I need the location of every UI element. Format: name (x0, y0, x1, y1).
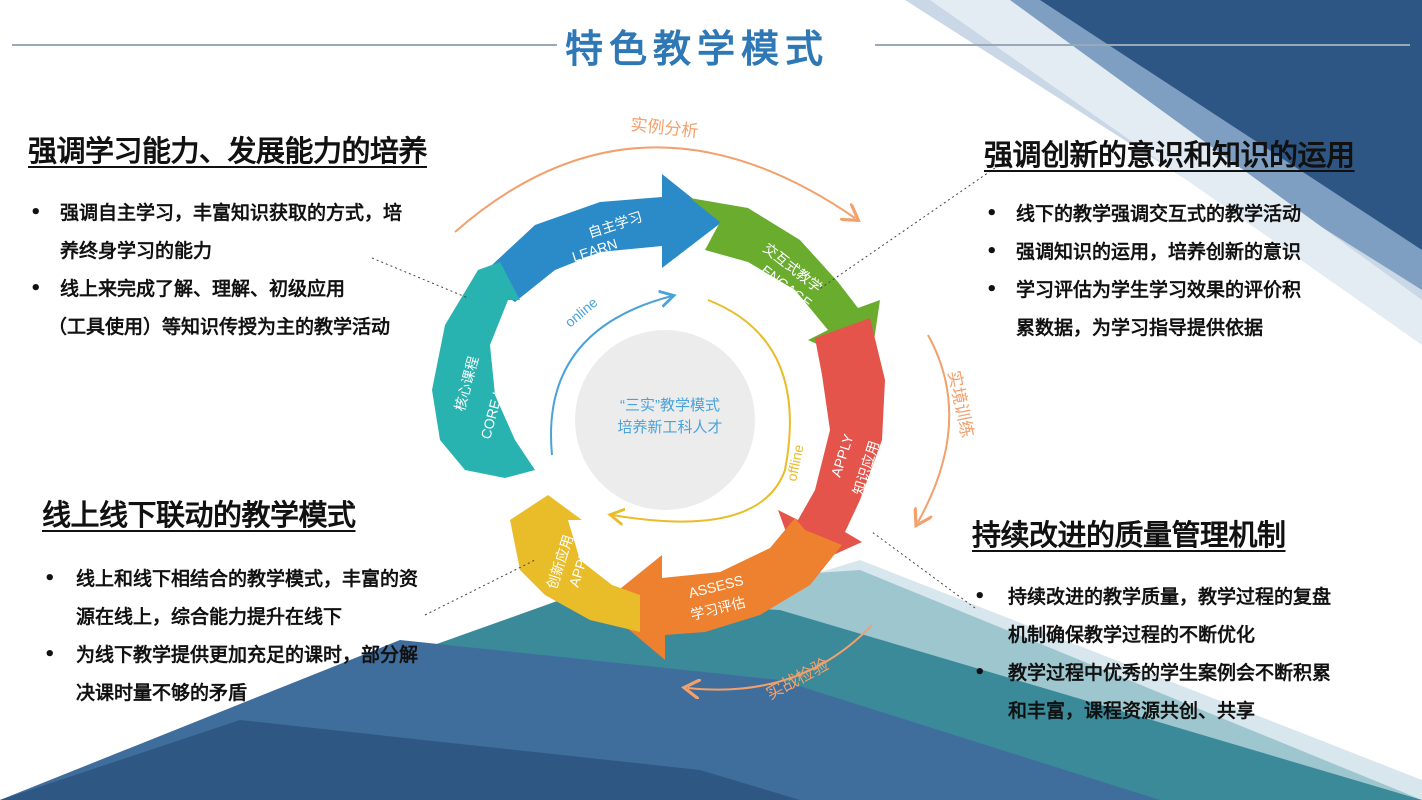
offline-arc (612, 299, 791, 522)
list-item: • 线上和线下相结合的教学模式，丰富的资 源在线上，综合能力提升在线下 (44, 560, 474, 636)
bullet-text-line: 为线下教学提供更加充足的课时，部分解 (76, 644, 419, 666)
bullet-text-line: 学习评估为学生学习效果的评价积 (1016, 279, 1302, 301)
center-line-1: “三实”教学模式 (620, 397, 720, 414)
bg-bottom-navy (0, 720, 800, 800)
offline-label: offline (783, 443, 806, 483)
heading-learning-ability: 强调学习能力、发展能力的培养 (28, 134, 428, 168)
bullet-text-line: 决课时量不够的矛盾 (76, 682, 248, 704)
bg-stripe-pale (930, 0, 1422, 345)
list-item: • 学习评估为学生学习效果的评价积 累数据，为学习指导提供依据 (986, 271, 1366, 347)
connector-bottom-left (424, 559, 536, 616)
list-item: • 强调知识的运用，培养创新的意识 (986, 233, 1366, 271)
outer-arrow-right (918, 334, 951, 522)
center-circle (575, 330, 755, 510)
outer-arrow-top (454, 146, 855, 233)
connector-top-left (371, 257, 469, 299)
bullet-text-line: 教学过程中优秀的学生案例会不断积累 (1008, 662, 1332, 684)
bullet-dot: • (986, 203, 998, 224)
list-item: • 强调自主学习，丰富知识获取的方式，培 养终身学习的能力 (30, 194, 460, 270)
bullet-text-line: 机制确保教学过程的不断优化 (1008, 624, 1256, 646)
title-rule-right (875, 44, 1410, 46)
online-label: online (562, 294, 601, 330)
bullet-dot: • (44, 644, 56, 665)
online-arc (550, 296, 672, 456)
bullet-text-line: 线下的教学强调交互式的教学活动 (1016, 203, 1302, 225)
bullet-text-line: 强调知识的运用，培养创新的意识 (1016, 241, 1302, 263)
heading-innovation: 强调创新的意识和知识的运用 (984, 138, 1355, 172)
list-item: • 教学过程中优秀的学生案例会不断积累 和丰富，课程资源共创、共享 (974, 654, 1394, 730)
bullet-dot: • (30, 278, 42, 299)
list-item: • 线上来完成了解、理解、初级应用 （工具使用）等知识传授为主的教学活动 (30, 270, 460, 346)
outer-arrow-bottom (688, 624, 873, 690)
bullet-dot: • (986, 279, 998, 300)
connector-top-right (817, 167, 996, 291)
bullet-dot: • (974, 662, 986, 683)
outer-label-bottom: 实战检验 (763, 655, 832, 704)
page-title: 特色教学模式 (565, 27, 830, 71)
center-line-2: 培养新工科人才 (617, 419, 722, 436)
connector-bottom-right (871, 531, 976, 609)
segment-apply-yellow (510, 495, 640, 632)
segment-learn (478, 174, 722, 302)
title-rule-left (12, 44, 557, 46)
list-innovation: • 线下的教学强调交互式的教学活动 • 强调知识的运用，培养创新的意识 • 学习… (986, 195, 1366, 347)
bullet-dot: • (986, 241, 998, 262)
list-item: • 为线下教学提供更加充足的课时，部分解 决课时量不够的矛盾 (44, 636, 474, 712)
list-online-offline: • 线上和线下相结合的教学模式，丰富的资 源在线上，综合能力提升在线下 • 为线… (44, 560, 474, 712)
segment-engage (690, 198, 880, 368)
outer-label-top: 实例分析 (630, 115, 700, 141)
bullet-text-line: 源在线上，综合能力提升在线下 (76, 606, 343, 628)
list-item: • 持续改进的教学质量，教学过程的复盘 机制确保教学过程的不断优化 (974, 578, 1394, 654)
bullet-text-line: 线上和线下相结合的教学模式，丰富的资 (76, 568, 419, 590)
bullet-text-line: 养终身学习的能力 (60, 240, 213, 262)
bullet-text-line: （工具使用）等知识传授为主的教学活动 (48, 316, 391, 338)
bullet-dot: • (30, 202, 42, 223)
list-item: • 线下的教学强调交互式的教学活动 (986, 195, 1366, 233)
heading-online-offline: 线上线下联动的教学模式 (42, 498, 356, 532)
segment-assess (600, 518, 842, 660)
list-quality-management: • 持续改进的教学质量，教学过程的复盘 机制确保教学过程的不断优化 • 教学过程… (974, 578, 1394, 730)
bullet-dot: • (974, 586, 986, 607)
segment-core (432, 262, 535, 478)
bullet-text-line: 持续改进的教学质量，教学过程的复盘 (1008, 586, 1332, 608)
segment-apply-red (778, 318, 885, 570)
bullet-text-line: 和丰富，课程资源共创、共享 (1008, 700, 1256, 722)
bullet-text-line: 线上来完成了解、理解、初级应用 (60, 278, 346, 300)
bg-stripe-dark (1040, 0, 1422, 250)
heading-quality-management: 持续改进的质量管理机制 (972, 518, 1286, 552)
bullet-text-line: 强调自主学习，丰富知识获取的方式，培 (60, 202, 403, 224)
bullet-text-line: 累数据，为学习指导提供依据 (1016, 317, 1264, 339)
bullet-dot: • (44, 568, 56, 589)
list-learning-ability: • 强调自主学习，丰富知识获取的方式，培 养终身学习的能力 • 线上来完成了解、… (30, 194, 460, 346)
